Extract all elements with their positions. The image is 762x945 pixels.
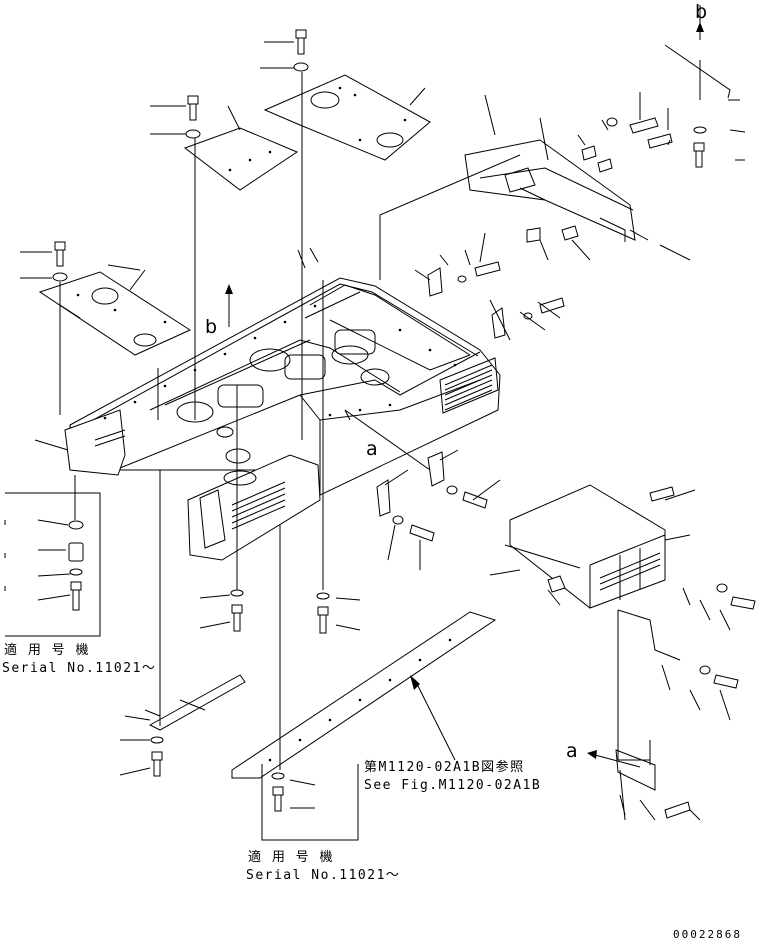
main-frame-assembly (64, 277, 501, 561)
top-cover-plates (38, 74, 431, 356)
brackets-and-rods (148, 44, 731, 821)
serial-note-left: Serial No.11021～ (2, 661, 157, 676)
bottom-long-plate (231, 611, 497, 779)
view-label-b-mid: b (205, 316, 218, 338)
view-label-a-mid: a (366, 438, 378, 460)
view-arrows (225, 22, 704, 768)
serial-note-bottom: Serial No.11021～ (246, 868, 401, 883)
serial-note-bottom-jp: 適 用 号 機 (248, 850, 334, 865)
serial-bracket-bottom (261, 764, 359, 841)
serial-note-left-jp: 適 用 号 機 (4, 643, 90, 658)
see-fig-note-en: See Fig.M1120-02A1B (364, 778, 542, 793)
view-label-a-bottom: a (566, 740, 578, 762)
lower-right-cover (509, 484, 666, 609)
see-fig-note-jp: 第M1120-02A1B図参照 (364, 760, 525, 775)
upper-right-cover (464, 139, 636, 243)
view-label-b-top: b (695, 1, 708, 23)
serial-bracket-left (4, 492, 101, 637)
fasteners (52, 29, 756, 819)
drawing-number: 00022868 (673, 928, 742, 941)
clips (144, 267, 506, 726)
